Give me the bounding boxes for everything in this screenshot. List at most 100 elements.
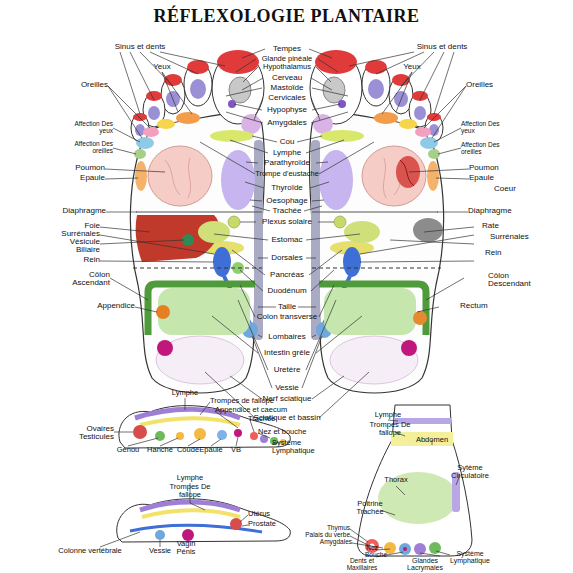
organ-label: Affection Des oreilles: [68, 141, 113, 155]
organ-label: Trompes De fallope: [368, 421, 412, 437]
knee-zone: [155, 431, 165, 441]
organ-label: Palais du verbe: [305, 532, 350, 539]
organ-label: Thymus: [327, 525, 350, 532]
organ-label: Thorax: [384, 476, 407, 484]
organ-label: Genou: [117, 446, 140, 454]
thorax-zone: [378, 472, 458, 524]
organ-label: Rate: [482, 222, 499, 230]
organ-label: Cervicales: [268, 94, 305, 102]
fallopian-zone: [140, 418, 240, 425]
organ-label: Duodénum: [267, 287, 306, 295]
eye-affection-zone: [136, 137, 154, 149]
organ-label: Hypothalamus: [263, 63, 311, 71]
organ-label: Lymphe: [273, 149, 301, 157]
organ-label: Sytème Circulatoire: [442, 464, 498, 480]
organ-label: Tempes: [273, 45, 301, 53]
rectum-zone: [413, 311, 427, 325]
sinus-toe-zone: [190, 79, 206, 99]
organ-label: Yeux: [153, 63, 171, 71]
leader-line: [350, 420, 460, 557]
organ-label: Rectum: [460, 302, 488, 310]
organ-label: Plexus solaire: [262, 218, 312, 226]
heart-detail: [400, 160, 414, 186]
sole-map: [310, 50, 444, 393]
toe-zone: [250, 432, 258, 440]
ear-zone: [143, 127, 159, 137]
organ-label: Diaphragme: [468, 207, 512, 215]
organ-label: Coeur: [494, 185, 516, 193]
organ-label: Poumon: [469, 164, 499, 172]
organ-label: Uretère: [274, 366, 301, 374]
foot-outline: [117, 499, 291, 542]
organ-label: Yeux: [403, 63, 421, 71]
organ-label: Hypophyse: [267, 106, 307, 114]
organ-label: Appendice et caecum: [215, 406, 287, 414]
organ-label: Diaphragme: [62, 207, 106, 215]
organ-label: Système Lymphatique: [272, 439, 324, 455]
organ-label: Dents et Maxillaires: [337, 558, 387, 572]
medial-view-upper: [114, 398, 290, 448]
ovary-zone: [133, 425, 147, 439]
organ-label: Epaule: [469, 174, 494, 182]
shoulder-zone: [135, 161, 147, 191]
colon-zone: [148, 284, 255, 335]
organ-label: Epaule: [80, 174, 105, 182]
diaphragm-line: [136, 212, 262, 213]
organ-label: Colon transverse: [257, 313, 317, 321]
bladder-zone: [155, 530, 165, 540]
organ-label: Colonne vertébrale: [58, 547, 121, 555]
organ-label: Affection Des yeux: [461, 121, 506, 135]
organ-label: Trompes de fallope: [210, 397, 274, 405]
organ-label: Prostate: [248, 520, 276, 528]
leader-line: [100, 49, 277, 418]
stomach-zone: [344, 221, 380, 243]
toe-zone: [260, 435, 268, 443]
organ-label: Amygdales: [320, 539, 352, 546]
leader-lines: [297, 49, 474, 418]
organ-label: Lombaires: [268, 333, 305, 341]
spleen-zone: [413, 218, 443, 242]
organ-label: Côlon Descendant: [488, 272, 534, 289]
organ-label: Mastoïde: [271, 84, 304, 92]
intestine-zone: [158, 288, 250, 335]
gallbladder-zone: [234, 429, 242, 437]
organ-label: Dorsales: [271, 254, 303, 262]
organ-label: Trachée: [248, 415, 275, 423]
organ-label: Glande pinéale: [262, 55, 312, 63]
organ-label: Thyroïde: [271, 184, 303, 192]
neck-zone: [210, 130, 254, 142]
organ-label: Coude: [177, 446, 199, 454]
organ-label: Vagin Pénis: [172, 540, 200, 556]
organ-label: Surrénales: [490, 233, 529, 241]
organ-label: Intestin grêle: [264, 349, 310, 357]
waist-line: [133, 268, 441, 269]
organ-label: Poumon: [75, 164, 105, 172]
organ-label: Lymphe: [375, 411, 401, 419]
brain-zone: [229, 77, 251, 103]
uterus-zone: [230, 518, 242, 530]
organ-label: Rein: [485, 249, 501, 257]
organ-label: Vessie: [149, 547, 171, 555]
organ-label: Oesophage: [266, 197, 307, 205]
left-organs: [136, 215, 244, 319]
organ-label: Lymphe: [177, 474, 203, 482]
heart-zone: [396, 156, 420, 188]
organ-label: Cou: [280, 138, 295, 146]
stomach-zone: [198, 221, 230, 243]
ear-zone: [157, 119, 175, 129]
organ-label: VB: [231, 446, 241, 454]
organ-label: Vésicule Biliaire: [60, 238, 100, 255]
organ-label: Vessie: [275, 384, 299, 392]
organ-label: Affection Des oreilles: [461, 142, 506, 156]
organ-label: Système Lymphatique: [444, 550, 496, 565]
organ-label: Lymphe: [172, 389, 198, 397]
elbow-zone: [194, 428, 206, 440]
organ-label: Nez: [366, 545, 378, 552]
organ-label: Rein: [84, 256, 100, 264]
organ-label: Epaule: [199, 446, 222, 454]
organ-label: Estomac: [271, 236, 302, 244]
organ-label: Ovaires Testicules: [66, 425, 114, 442]
medial-view-lower: [100, 483, 290, 547]
